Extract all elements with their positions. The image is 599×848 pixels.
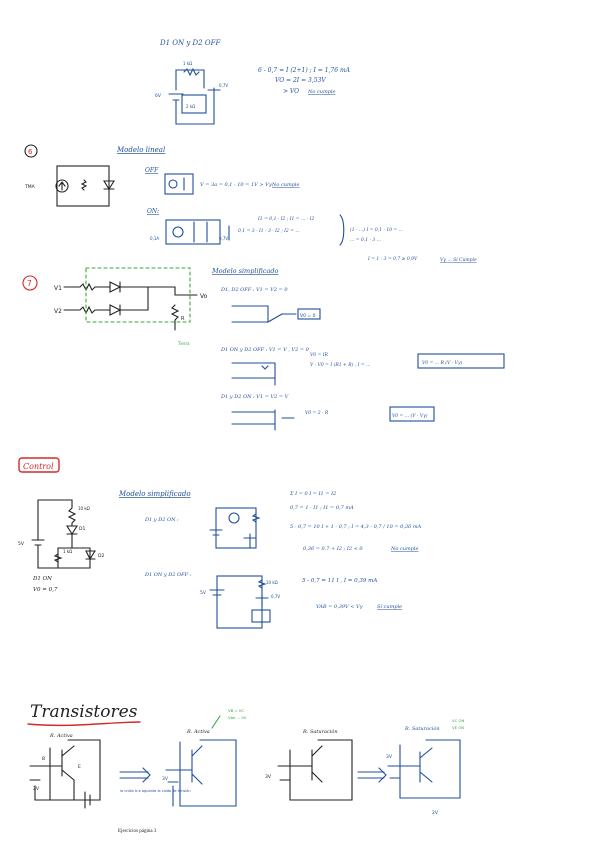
control-case2: D1 ON y D2 OFF :: [144, 572, 192, 578]
control-m-src: 5V: [200, 590, 207, 596]
trans-b: B: [42, 756, 45, 762]
p7-box-zero: V0 = 0: [300, 313, 316, 319]
control-step2: 5 - 0,7 = 10 I + 1 · 0,7 ; I = 4,3 - 0,7…: [290, 524, 422, 530]
top-eq2: VO = 2I = 3,53V: [275, 77, 326, 84]
control-note2: V0 = 0,7: [33, 587, 58, 593]
p7-v1: V1: [54, 285, 62, 292]
control-m-drop: 0,7V: [271, 594, 280, 599]
control-left-src: 5V: [18, 541, 25, 547]
control-step4-tag: Sí cumple: [377, 603, 402, 610]
control-case1: D1 y D2 ON :: [144, 517, 179, 523]
control-step2b: 0,36 = 0,7 + I2 ; I2 < 0: [303, 546, 363, 552]
p6-on-eq4: ... = 0,1 · 3 ...: [350, 237, 382, 243]
p6-off: OFF: [145, 167, 159, 174]
trans-circuit-2: [165, 739, 237, 807]
control-case2-circuit: [209, 575, 271, 629]
trans-circuit-3: [277, 739, 353, 801]
p7-vo: Vo: [200, 293, 208, 300]
p6-off-eq: V = 3a = 0,1 · 10 = 1V > Vγ: [200, 182, 272, 188]
p7-case3-eq: V0 = 2 · R: [305, 410, 329, 416]
trans-note-b-text: la unión b-e aguanta la caída de tensión: [120, 789, 191, 793]
control-left-r2: 1 kΩ: [63, 549, 72, 554]
trans-c3: R. Saturación: [302, 728, 338, 735]
p7-case2-eq: V0 = IR: [310, 352, 329, 358]
trans-c2: R. Activa: [186, 729, 210, 735]
p7-case3-circuit: [231, 409, 295, 431]
control-step3: 5 - 0,7 = 11 I , I = 0,39 mA: [302, 578, 377, 584]
p6-circuit: [55, 165, 115, 207]
p6-on-eq3: (1 - ...) I = 0,1 · 10 = ...: [350, 226, 404, 233]
control-left-d2: D2: [98, 553, 104, 559]
p6-l2: 0,7V: [219, 236, 228, 241]
top-label-r2: 2 kΩ: [186, 104, 195, 109]
control-case1-circuit: [209, 507, 261, 549]
p6-l1: 0,1A: [150, 236, 159, 241]
p7-case2-eq2: V - V0 = I (R1 + R) , I = ...: [310, 361, 371, 368]
control-stamp: Control: [23, 462, 54, 471]
trans-v3-r: 3V: [386, 754, 393, 760]
p7-case2: D1 ON y D2 OFF : V1 = V , V2 = 0: [220, 347, 310, 353]
p7-case3: D1 y D2 ON : V1 = V2 = V: [220, 394, 290, 400]
control-heading: Modelo simplificado: [118, 490, 191, 498]
p6-off-tag: No cumple: [271, 182, 300, 188]
control-cond: Σ I = 0 I = I1 = I2: [289, 491, 336, 497]
control-m-r: 10 kΩ: [266, 580, 278, 585]
p7-circuit: [63, 281, 198, 331]
trans-tag-right2: VE ON: [452, 725, 464, 730]
control-note1: D1 ON: [32, 576, 52, 582]
p6-on-eq1: I1 = 0,1 · I2 ; I1 = ... - I2: [257, 216, 314, 222]
trans-tag-right: VC ON: [452, 718, 464, 723]
p7-case1: D1, D2 OFF : V1 = V2 = 0: [220, 287, 288, 293]
p7-v2: V2: [54, 308, 62, 315]
trans-e: E: [78, 764, 81, 770]
p6-heading: Modelo lineal: [116, 146, 165, 154]
top-circuit: [168, 67, 221, 125]
trans-c1: R. Activa: [49, 733, 73, 739]
trans-v2: 2V: [33, 786, 40, 792]
top-eq1: 6 - 0,7 = I (2+1) ; I = 1,76 mA: [258, 67, 351, 74]
top-label-r1: 1 kΩ: [183, 61, 192, 66]
trans-tag-top: VB = VC: [228, 708, 244, 713]
p6-on: ON:: [147, 208, 159, 215]
p7-case2-box: V0 = ... R (V - Vγ): [422, 359, 463, 366]
trans-circuit-4: [387, 739, 461, 799]
control-step1: 0,7 = 1 · I1 ; I1 = 0,7 mA: [290, 505, 354, 511]
p6-on-circuit: [165, 219, 230, 245]
trans-v3b: 3V: [265, 774, 272, 780]
control-step4: VAB = 0,39V < Vγ: [316, 604, 363, 610]
trans-v2b: 2V: [432, 810, 439, 816]
page-footer: Ejercicios página 3: [118, 829, 157, 834]
p7-gnd: Tierra: [177, 341, 190, 346]
p6-src-label: TMA: [24, 184, 36, 190]
control-left-r1: 10 kΩ: [78, 506, 90, 511]
p7-number: 7: [27, 279, 32, 288]
trans-tag-top2: Vbe ... 0V: [228, 715, 247, 720]
p6-number: 6: [28, 148, 33, 156]
p7-case1-circuit: [231, 305, 297, 323]
p7-heading: Modelo simplificado: [211, 267, 279, 275]
control-step2-tag: No cumple: [390, 546, 419, 552]
trans-v3: 3V: [162, 776, 169, 782]
p6-on-eq2: 0,1 = 3 · I1 - 3 · I2 ; I2 = ...: [238, 228, 300, 234]
p7-r: R: [181, 316, 185, 322]
control-left-circuit: [31, 499, 96, 569]
p6-on-eq5: I = 1 · 3 = 0,7 ≥ 0,9V: [367, 256, 418, 262]
control-left-d1: D1: [79, 526, 85, 532]
top-eq3-tag: No cumple: [307, 89, 336, 95]
top-label-drop: 0,7V: [219, 83, 228, 88]
p6-on-tag: Vγ ... Sí Cumple: [440, 256, 477, 263]
trans-note-b: la unión b-e aguanta la caída de tensión: [120, 789, 191, 793]
top-heading: D1 ON y D2 OFF: [159, 39, 221, 47]
top-eq3: > VO: [283, 88, 299, 95]
trans-circuit-1: [29, 739, 101, 809]
top-label-src: 6V: [155, 93, 162, 99]
p7-case3-box: V0 = ... (V - Vγ): [392, 412, 428, 419]
p7-case2-circuit: [231, 362, 276, 386]
trans-c4: R. Saturación: [404, 725, 440, 732]
transistores-title: Transistores: [30, 702, 138, 722]
p6-off-circuit: [164, 173, 194, 195]
